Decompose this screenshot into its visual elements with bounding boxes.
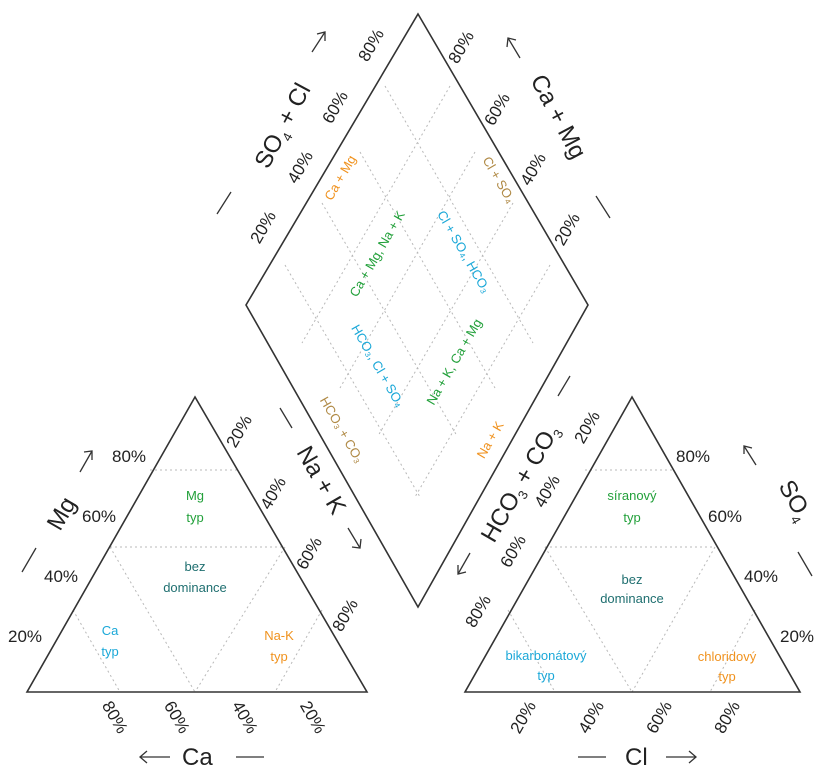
- cation-grid: [72, 469, 323, 693]
- diamond-zone-label: Ca + Mg: [321, 153, 359, 203]
- diamond-zone-label: Na + K, Ca + Mg: [423, 316, 484, 407]
- anion-zone-chloride: typ: [718, 669, 735, 684]
- diamond-zone-label: HCO₃ + CO₃: [317, 394, 367, 465]
- anion-zone-bicarbonate: bikarbonátový: [506, 648, 587, 663]
- cation-bottom-tick: 60%: [160, 698, 193, 737]
- anion-left-tick: 20%: [571, 408, 604, 447]
- diamond-outline: [245, 12, 589, 609]
- diamond-left-arrow-icon: [311, 31, 326, 53]
- cation-mg-arrow-icon: [79, 450, 93, 473]
- cation-left-tick: 20%: [8, 627, 42, 646]
- cation-ca-axis-label: Ca: [182, 744, 213, 771]
- diamond-left-axis-dash: [216, 191, 232, 215]
- anion-zone-sulfate: síranový: [607, 488, 657, 503]
- cation-right-tick: 60%: [293, 534, 326, 573]
- diamond-left-tick: 40%: [284, 148, 317, 187]
- anion-zone-none: bez: [622, 572, 643, 587]
- anion-cl-arrow-icon: [666, 750, 697, 764]
- cation-left-tick: 80%: [112, 447, 146, 466]
- cation-left-tick: 40%: [44, 567, 78, 586]
- anion-left-tick: 80%: [462, 592, 495, 631]
- anion-so4-arrow-icon: [743, 445, 757, 466]
- cation-nak-axis-dash: [279, 407, 293, 429]
- diamond-right-tick: 60%: [481, 90, 514, 129]
- cation-bottom-tick: 80%: [98, 698, 131, 737]
- diamond-zone-label: Na + K: [474, 418, 507, 461]
- cation-right-tick: 40%: [257, 474, 290, 513]
- cation-zone-ca: Ca: [102, 623, 119, 638]
- anion-so4-axis-label: SO4: [770, 476, 817, 527]
- anion-bottom-tick: 60%: [643, 698, 676, 737]
- diamond-zone-label: HCO₃, Cl + SO₄: [348, 322, 407, 410]
- cation-zone-none: bez: [185, 559, 206, 574]
- diamond-right-tick: 80%: [445, 28, 478, 67]
- anion-zone-chloride: chloridový: [698, 649, 757, 664]
- anion-bottom-tick: 80%: [711, 698, 744, 737]
- diamond-right-arrow-icon: [506, 37, 521, 59]
- diamond-left-tick: 80%: [355, 26, 388, 65]
- anion-zone-sulfate: typ: [623, 510, 640, 525]
- diamond-left-tick: 20%: [247, 208, 280, 247]
- cation-triangle-outline: [25, 395, 369, 693]
- cation-zone-ca: typ: [101, 644, 118, 659]
- cation-zone-mg: typ: [186, 510, 203, 525]
- anion-right-tick: 20%: [780, 627, 814, 646]
- cation-zone-mg: Mg: [186, 488, 204, 503]
- diamond-left-tick: 60%: [319, 88, 352, 127]
- cation-left-tick: 60%: [82, 507, 116, 526]
- cation-nak-axis-label: Na + K: [291, 442, 351, 520]
- anion-zone-none: dominance: [600, 591, 664, 606]
- cation-right-tick: 20%: [223, 412, 256, 451]
- anion-right-tick: 60%: [708, 507, 742, 526]
- diamond-right-axis-dash: [595, 195, 611, 219]
- anion-so4-axis-dash: [797, 551, 813, 577]
- diamond-grid: [284, 85, 551, 498]
- cation-zone-none: dominance: [163, 580, 227, 595]
- cation-ca-arrow-icon: [139, 750, 170, 764]
- anion-hco3-axis-dash: [557, 375, 571, 397]
- cation-mg-axis-label: Mg: [42, 493, 82, 535]
- cation-zone-nak: typ: [270, 649, 287, 664]
- anion-hco3-arrow-icon: [457, 552, 471, 575]
- anion-grid: [507, 469, 756, 693]
- cation-mg-axis-dash: [21, 547, 37, 573]
- anion-triangle-outline: [463, 395, 802, 693]
- cation-right-tick: 80%: [329, 596, 362, 635]
- cation-nak-arrow-icon: [347, 527, 362, 549]
- anion-bottom-tick: 40%: [575, 698, 608, 737]
- anion-bottom-tick: 20%: [507, 698, 540, 737]
- cation-bottom-tick: 40%: [228, 698, 261, 737]
- diamond-zone-label: Cl + SO₄: [480, 154, 519, 206]
- diamond-zone-label: Ca + Mg, Na + K: [346, 208, 408, 300]
- diamond-right-axis-label: Ca + Mg: [525, 70, 592, 163]
- anion-right-tick: 80%: [676, 447, 710, 466]
- diamond-right-tick: 20%: [551, 210, 584, 249]
- cation-zone-nak: Na-K: [264, 628, 294, 643]
- diamond-right-tick: 40%: [517, 150, 550, 189]
- anion-right-tick: 40%: [744, 567, 778, 586]
- anion-cl-axis-label: Cl: [625, 744, 648, 771]
- cation-bottom-tick: 20%: [296, 698, 329, 737]
- anion-zone-bicarbonate: typ: [537, 668, 554, 683]
